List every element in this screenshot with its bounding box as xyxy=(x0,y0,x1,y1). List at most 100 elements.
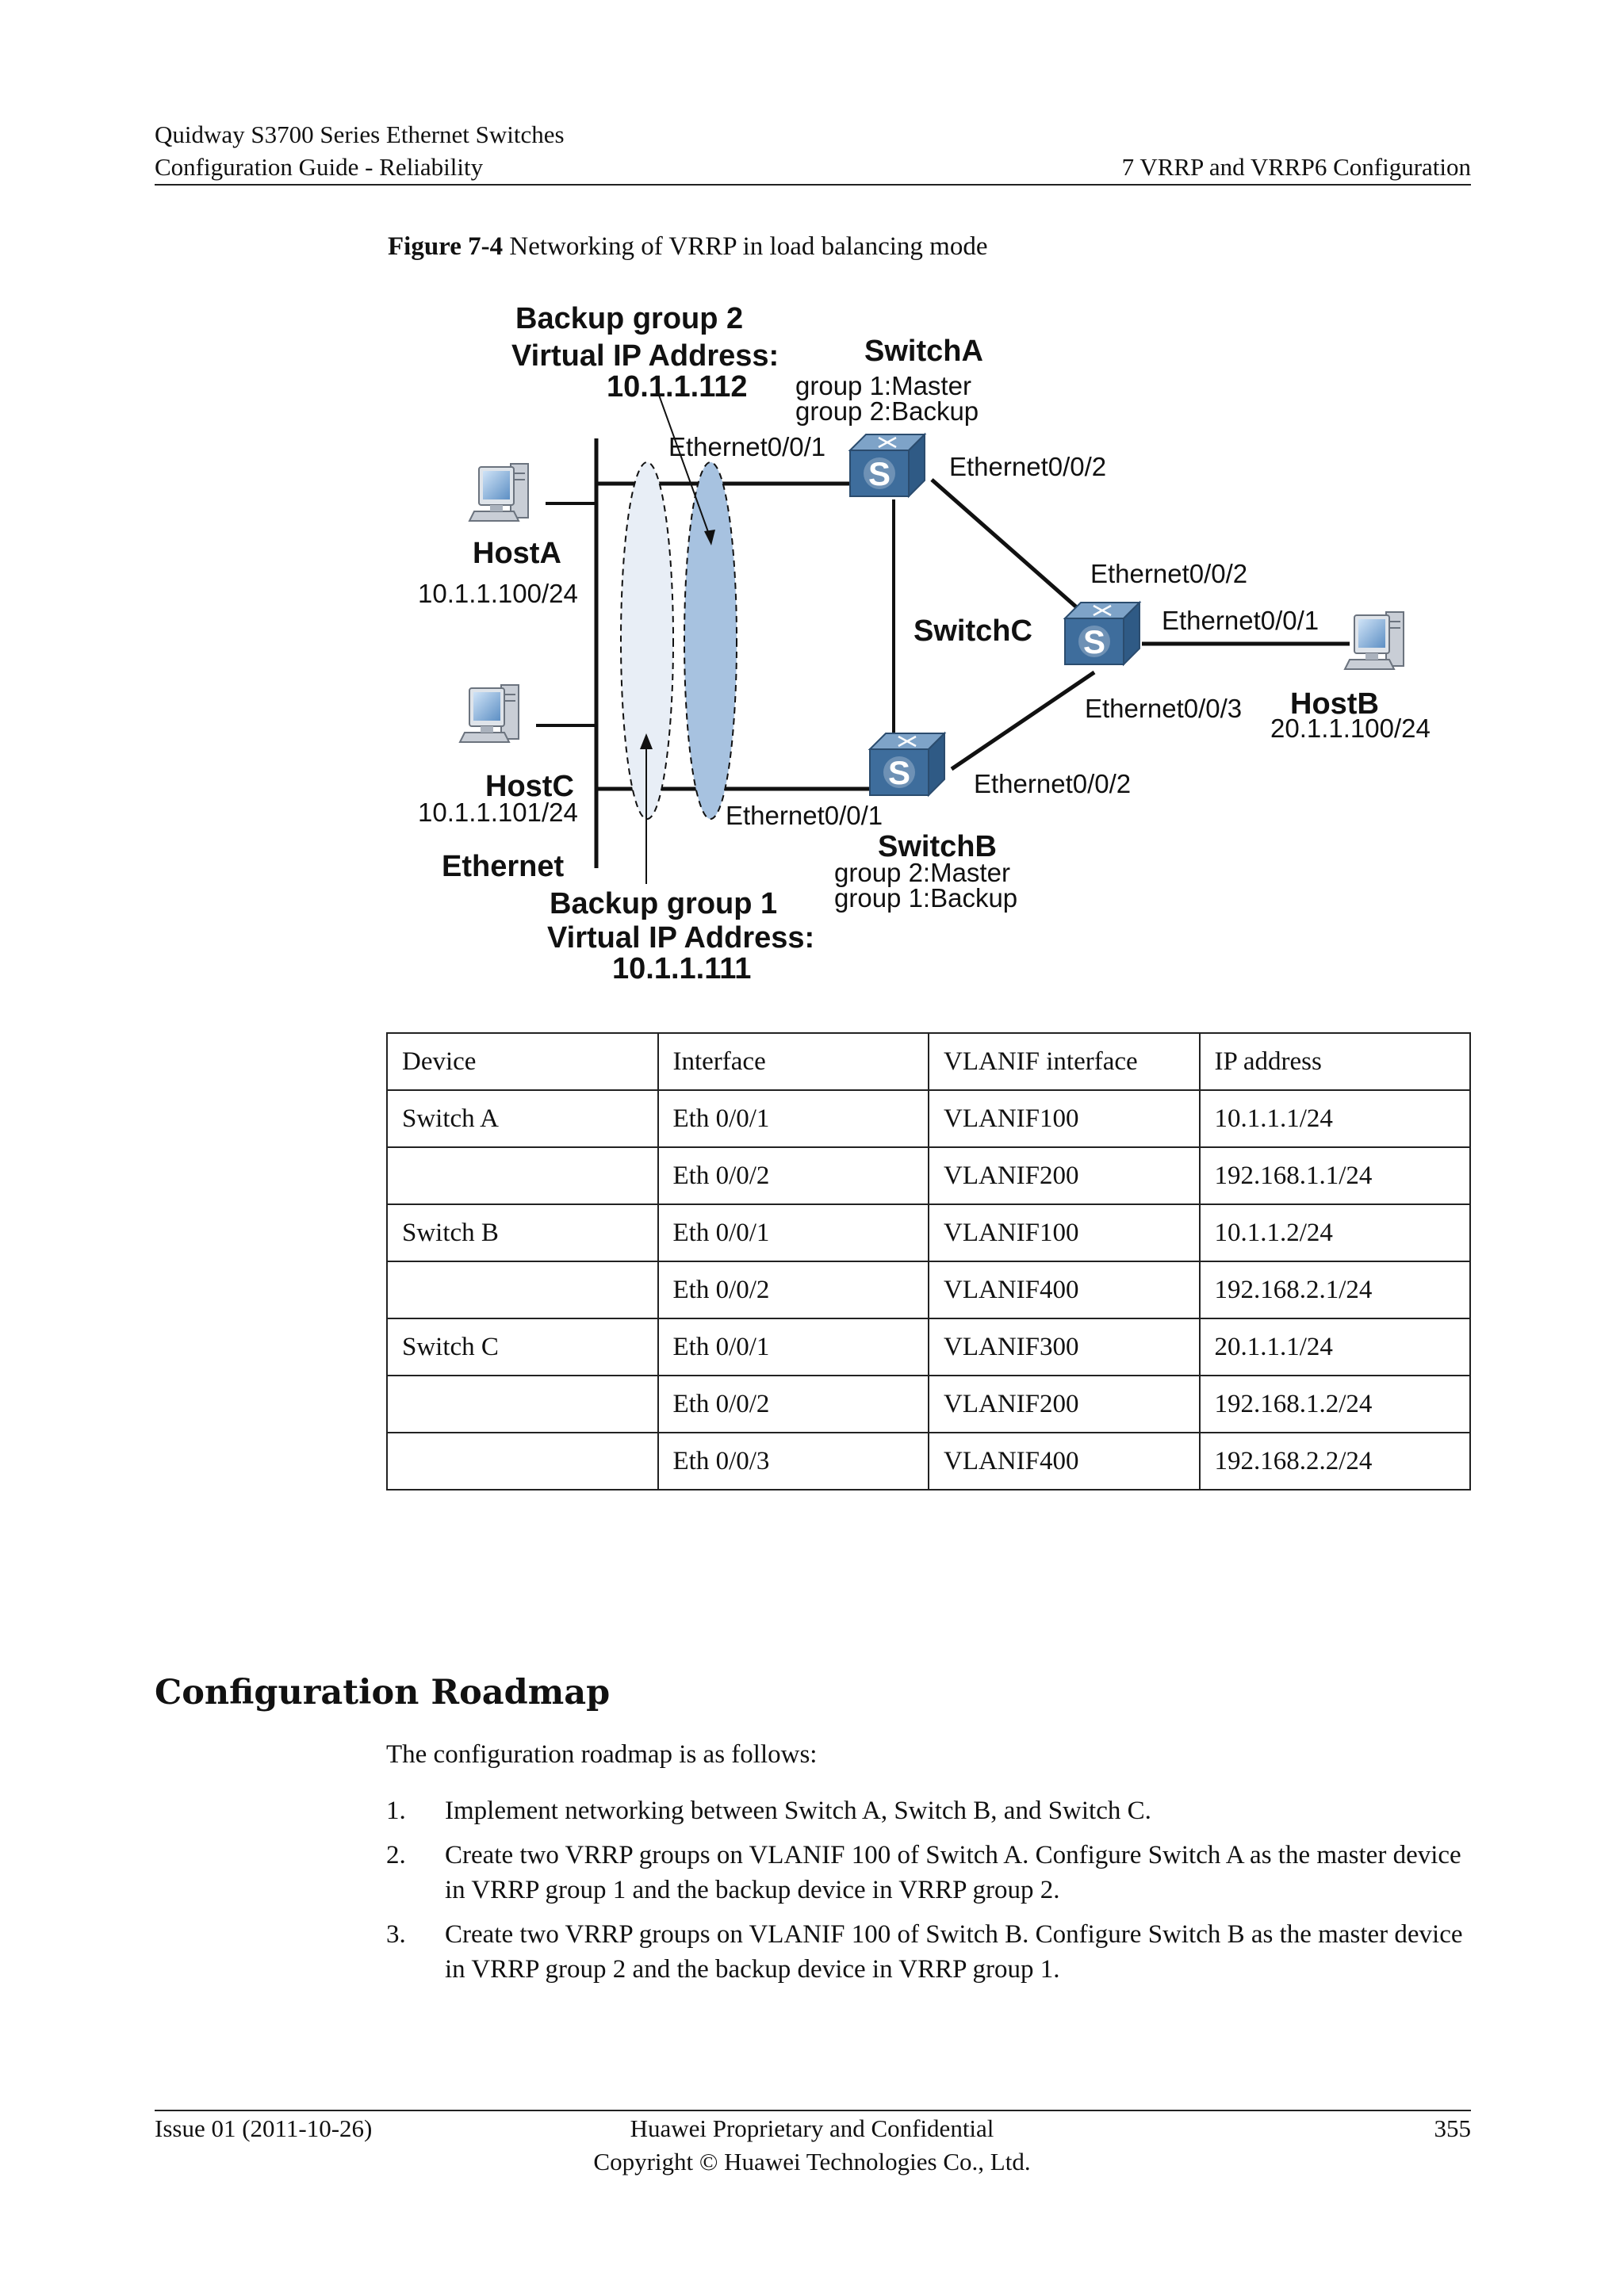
step-number: 3. xyxy=(386,1920,406,1949)
switchc-name: SwitchC xyxy=(914,614,1032,648)
backup-group1-vip-label: Virtual IP Address: xyxy=(547,921,814,955)
table-cell: Eth 0/0/2 xyxy=(657,1375,929,1433)
table-cell: VLANIF200 xyxy=(928,1375,1201,1433)
switcha-role1: group 1:Master xyxy=(795,371,971,400)
figure-title: Networking of VRRP in load balancing mod… xyxy=(509,232,988,261)
backup-group2-ellipse xyxy=(684,461,737,820)
switch-glyph: S xyxy=(1083,623,1105,660)
footer-divider xyxy=(155,2110,1471,2111)
switchb-port-right: Ethernet0/0/2 xyxy=(974,769,1131,798)
table-cell: VLANIF100 xyxy=(928,1203,1201,1262)
switchb-port-left: Ethernet0/0/1 xyxy=(726,801,883,830)
table-cell: VLANIF400 xyxy=(928,1432,1201,1490)
table-cell xyxy=(386,1146,659,1205)
header-divider xyxy=(155,184,1471,186)
roadmap-steps: 1. Implement networking between Switch A,… xyxy=(386,1793,1473,1996)
backup-group2-vip-label: Virtual IP Address: xyxy=(511,339,779,373)
workstation-icon xyxy=(459,684,519,743)
header-chapter-title: 7 VRRP and VRRP6 Configuration xyxy=(1121,153,1471,181)
table-cell: 20.1.1.1/24 xyxy=(1198,1318,1471,1376)
table-cell: 192.168.1.2/24 xyxy=(1198,1375,1471,1433)
table-header-cell: IP address xyxy=(1198,1032,1471,1091)
table-cell: Eth 0/0/3 xyxy=(657,1432,929,1490)
device-interface-table: Device Interface VLANIF interface IP add… xyxy=(386,1032,1471,1490)
hostc-name: HostC xyxy=(485,770,574,803)
backup-group2-pointer xyxy=(656,388,712,541)
backup-group1-title: Backup group 1 xyxy=(550,887,777,920)
table-cell: Eth 0/0/1 xyxy=(657,1089,929,1148)
list-item: 3. Create two VRRP groups on VLANIF 100 o… xyxy=(386,1917,1473,1987)
table-cell: Eth 0/0/2 xyxy=(657,1261,929,1319)
switchb-switchc-link xyxy=(950,670,1096,771)
switcha-role2: group 2:Backup xyxy=(795,396,979,426)
table-cell: 192.168.2.1/24 xyxy=(1198,1261,1471,1319)
table-cell: Eth 0/0/2 xyxy=(657,1146,929,1205)
figure-number: Figure 7-4 xyxy=(388,232,504,261)
switchb-role2: group 1:Backup xyxy=(834,883,1017,913)
table-cell: VLANIF300 xyxy=(928,1318,1201,1376)
switch-glyph: S xyxy=(888,754,910,791)
footer-confidential: Huawei Proprietary and Confidential xyxy=(630,2114,994,2142)
hostb-name: HostB xyxy=(1290,687,1379,721)
section-title: Configuration Roadmap xyxy=(155,1673,611,1712)
table-cell: Eth 0/0/1 xyxy=(657,1203,929,1262)
switcha-switchc-link xyxy=(930,478,1080,610)
table-header-cell: Device xyxy=(386,1032,659,1091)
table-cell xyxy=(386,1432,659,1490)
table-header-cell: Interface xyxy=(657,1032,929,1091)
table-header-cell: VLANIF interface xyxy=(928,1032,1201,1091)
hosta-name: HostA xyxy=(473,537,561,570)
switch-icon: S xyxy=(868,732,946,797)
table-cell: 192.168.2.2/24 xyxy=(1198,1432,1471,1490)
table-cell: 10.1.1.1/24 xyxy=(1198,1089,1471,1148)
header-product-title: Quidway S3700 Series Ethernet Switches xyxy=(155,121,565,148)
table-cell: VLANIF200 xyxy=(928,1146,1201,1205)
footer-issue: Issue 01 (2011-10-26) xyxy=(155,2114,373,2142)
table-cell: Switch B xyxy=(386,1203,659,1262)
switchc-port-bottom: Ethernet0/0/3 xyxy=(1085,694,1242,723)
step-text: Create two VRRP groups on VLANIF 100 of … xyxy=(445,1841,1461,1904)
table-header-row: Device Interface VLANIF interface IP add… xyxy=(386,1032,1471,1091)
switch-glyph: S xyxy=(868,455,891,492)
switchc-port-top: Ethernet0/0/2 xyxy=(1090,559,1247,588)
switcha-name: SwitchA xyxy=(864,335,983,368)
footer-copyright: Copyright © Huawei Technologies Co., Ltd… xyxy=(593,2148,1031,2175)
switch-icon: S xyxy=(1063,601,1141,666)
step-number: 2. xyxy=(386,1841,406,1869)
table-cell: VLANIF400 xyxy=(928,1261,1201,1319)
network-diagram: S S S Backup group 2 Virtual IP Address:… xyxy=(418,302,1431,985)
list-item: 2. Create two VRRP groups on VLANIF 100 o… xyxy=(386,1838,1473,1908)
step-text: Implement networking between Switch A, S… xyxy=(445,1797,1151,1825)
table-cell: Eth 0/0/1 xyxy=(657,1318,929,1376)
header-guide-title: Configuration Guide - Reliability xyxy=(155,153,484,181)
step-text: Create two VRRP groups on VLANIF 100 of … xyxy=(445,1920,1463,1984)
section-intro: The configuration roadmap is as follows: xyxy=(386,1740,818,1769)
table-cell xyxy=(386,1261,659,1319)
table-cell: Switch A xyxy=(386,1089,659,1148)
hostb-ip: 20.1.1.100/24 xyxy=(1270,714,1431,743)
backup-group1-vip: 10.1.1.111 xyxy=(612,952,751,985)
workstation-icon xyxy=(1344,611,1404,670)
backup-group2-title: Backup group 2 xyxy=(515,302,743,335)
workstation-icon xyxy=(469,463,529,522)
switchb-name: SwitchB xyxy=(878,830,997,863)
hostc-ip: 10.1.1.101/24 xyxy=(418,798,578,827)
switchc-port-right: Ethernet0/0/1 xyxy=(1162,606,1319,635)
footer-page-number: 355 xyxy=(1434,2114,1472,2142)
table-cell: Switch C xyxy=(386,1318,659,1376)
switchb-role1: group 2:Master xyxy=(834,858,1010,887)
switcha-port-left: Ethernet0/0/1 xyxy=(668,432,825,461)
ethernet-label: Ethernet xyxy=(442,850,564,883)
table-cell: 10.1.1.2/24 xyxy=(1198,1203,1471,1262)
hosta-ip: 10.1.1.100/24 xyxy=(418,579,578,608)
list-item: 1. Implement networking between Switch A,… xyxy=(386,1793,1473,1828)
step-number: 1. xyxy=(386,1797,406,1825)
switcha-port-right: Ethernet0/0/2 xyxy=(949,452,1106,481)
